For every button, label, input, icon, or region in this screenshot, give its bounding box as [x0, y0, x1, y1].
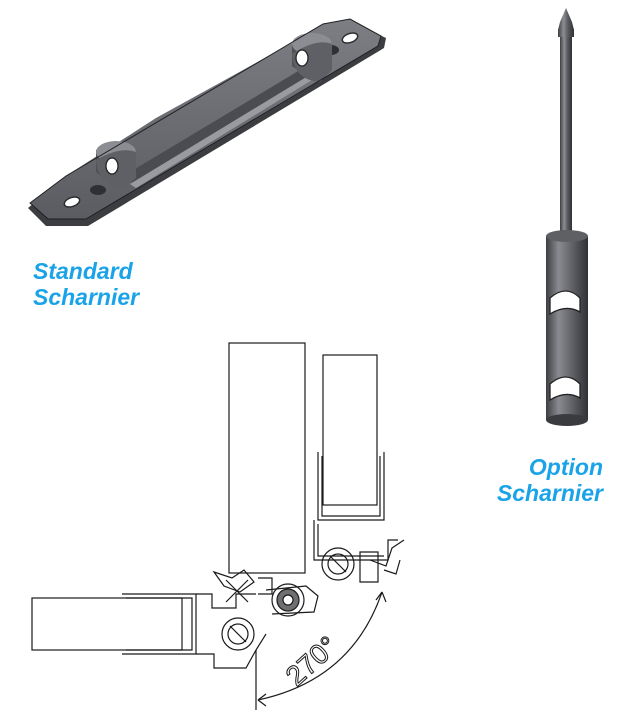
standard-hinge-render — [28, 18, 386, 226]
standard-hinge-caption: Standard Scharnier — [33, 258, 139, 310]
option-hinge-render — [546, 8, 588, 426]
caption-line: Scharnier — [496, 480, 603, 506]
caption-line: Scharnier — [33, 284, 140, 310]
caption-line: Standard — [33, 258, 133, 284]
hinge-section-drawing — [31, 342, 405, 710]
option-hinge-caption: Option Scharnier — [470, 454, 603, 506]
caption-line: Option — [528, 454, 603, 480]
angle-label: 270° — [280, 630, 344, 692]
